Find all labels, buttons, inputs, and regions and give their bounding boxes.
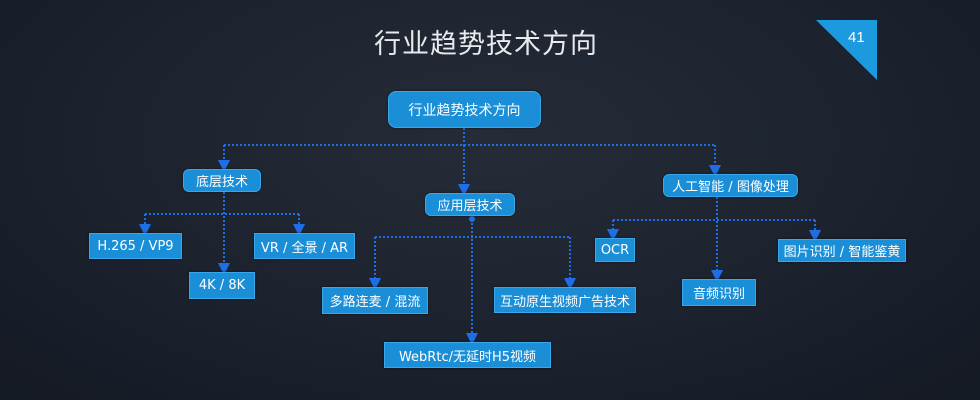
leaf-node-label: 图片识别 / 智能鉴黄	[783, 245, 901, 260]
leaf-node-label: H.265 / VP9	[97, 238, 174, 254]
page-number: 41	[848, 29, 865, 46]
leaf-node-multilink[interactable]: 多路连麦 / 混流	[322, 287, 428, 314]
branch-node-app-tech[interactable]: 应用层技术	[425, 193, 515, 216]
leaf-node-image[interactable]: 图片识别 / 智能鉴黄	[778, 239, 906, 262]
leaf-node-audio[interactable]: 音频识别	[682, 279, 756, 306]
leaf-node-webrtc[interactable]: WebRtc/无延时H5视频	[384, 342, 551, 368]
connector-app-dot	[469, 216, 475, 222]
branch-node-label: 应用层技术	[437, 199, 503, 214]
leaf-node-ad[interactable]: 互动原生视频广告技术	[494, 287, 636, 313]
leaf-node-ocr[interactable]: OCR	[595, 238, 635, 262]
branch-node-label: 人工智能 / 图像处理	[672, 180, 789, 195]
leaf-node-label: VR / 全景 / AR	[260, 240, 349, 256]
leaf-node-label: 互动原生视频广告技术	[499, 294, 630, 310]
branch-node-label: 底层技术	[195, 175, 248, 190]
leaf-node-h265[interactable]: H.265 / VP9	[89, 233, 182, 259]
leaf-node-label: WebRtc/无延时H5视频	[398, 349, 537, 365]
leaf-node-label: 音频识别	[692, 287, 745, 302]
leaf-node-4k[interactable]: 4K / 8K	[189, 272, 255, 299]
slide-title: 行业趋势技术方向	[374, 29, 598, 60]
branch-node-ai[interactable]: 人工智能 / 图像处理	[663, 174, 798, 197]
leaf-node-label: 4K / 8K	[198, 278, 246, 293]
root-node[interactable]: 行业趋势技术方向	[388, 91, 541, 128]
branch-node-base-tech[interactable]: 底层技术	[183, 169, 261, 192]
leaf-node-label: OCR	[600, 242, 630, 258]
leaf-node-vr[interactable]: VR / 全景 / AR	[254, 233, 355, 259]
root-node-label: 行业趋势技术方向	[408, 102, 521, 119]
leaf-node-label: 多路连麦 / 混流	[329, 295, 421, 310]
